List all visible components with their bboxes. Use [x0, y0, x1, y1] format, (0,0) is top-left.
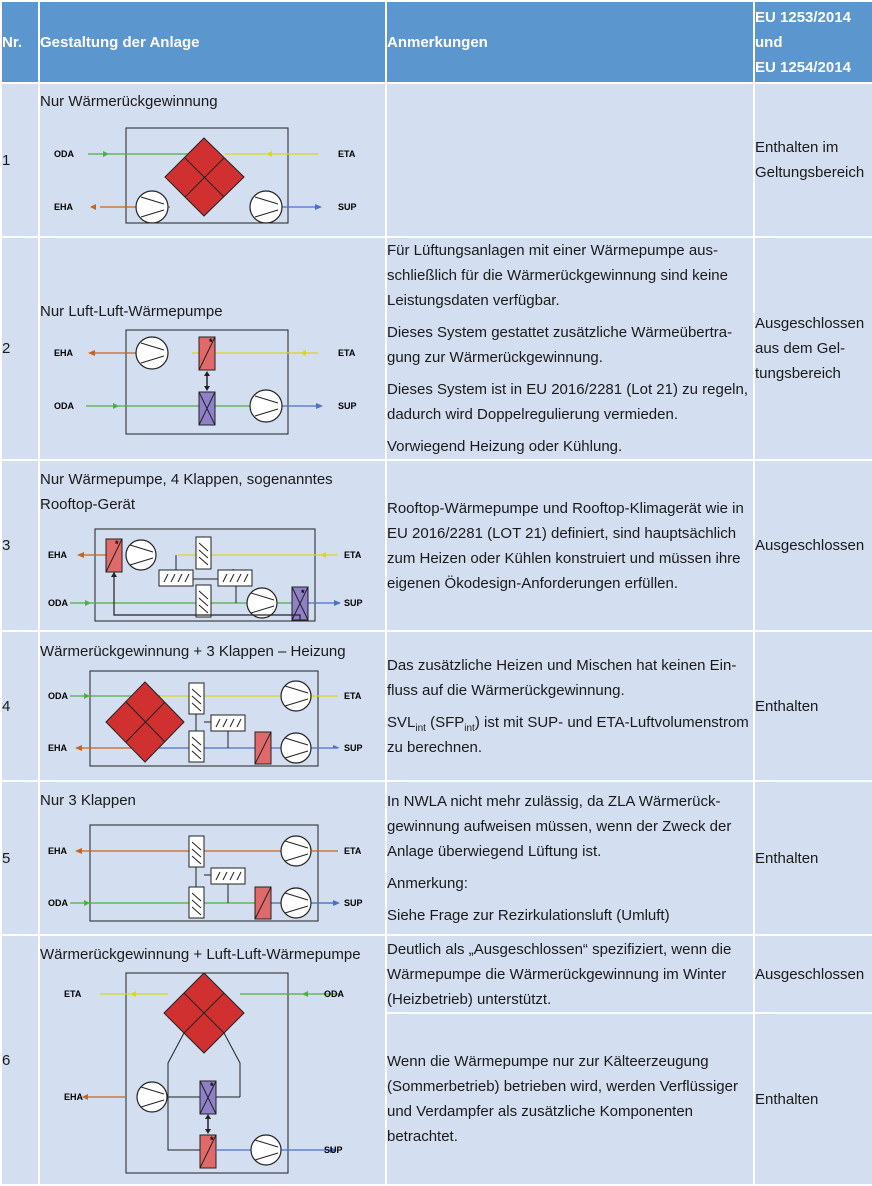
note-paragraph: Rooftop-Wärmepumpe und Rooftop-Klimagerä…: [387, 499, 744, 592]
eta-label: ETA: [344, 550, 362, 560]
table-row-4: 4 Wärmerückgewinnung + 3 Klappen – Heizu…: [0, 630, 872, 782]
oda-label: ODA: [48, 898, 69, 908]
sup-label: SUP: [338, 401, 357, 411]
eha-label: EHA: [48, 743, 68, 753]
svg-text:*: *: [209, 337, 213, 347]
sfp-subscript: int: [464, 722, 475, 734]
note-paragraph: Für Lüftungsanlagen mit einer Wärmepumpe…: [387, 242, 728, 309]
table-row-6: 6 Wärmerückgewinnung + Luft-Luft-Wärmepu…: [0, 934, 872, 1186]
header-design: Gestaltung der Anlage: [38, 0, 387, 84]
table-row-1: 1 Nur Wärmerückgewinnung: [0, 82, 872, 238]
note-paragraph: Anmerkung:: [387, 874, 468, 892]
table-row-3: 3 Nur Wärmepumpe, 4 Klappen, sogenanntes…: [0, 459, 872, 632]
rooftop-diagram: *: [48, 528, 363, 621]
oda-label: ODA: [54, 149, 75, 159]
scope-cell: Ausgeschlossen aus dem Gel­tungsbereich: [753, 236, 872, 461]
eha-label: EHA: [54, 348, 74, 358]
header-regulation-line-3: EU 1254/2014: [755, 58, 851, 76]
oda-label: ODA: [324, 989, 345, 999]
sup-label: SUP: [324, 1145, 343, 1155]
eta-label: ETA: [64, 989, 82, 999]
eta-label: ETA: [344, 691, 362, 701]
design-cell: Nur Wärmepumpe, 4 Klappen, sogenanntes R…: [38, 459, 387, 632]
heat-pump-diagram: * EHA ODA ETA SUP: [54, 329, 357, 434]
header-row: Nr. Gestaltung der Anlage Anmerkungen EU…: [0, 0, 872, 84]
header-regulation-line-2: und: [755, 33, 783, 51]
row-number: 6: [0, 934, 40, 1186]
note-paragraph-svl: SVLint (SFPint) ist mit SUP- und ETA-Luf…: [387, 710, 753, 760]
oda-label: ODA: [48, 598, 69, 608]
note-paragraph: Dieses System ist in EU 2016/2281 (Lot 2…: [387, 381, 749, 423]
design-cell: Nur Wärmerückgewinnung: [38, 82, 387, 238]
notes-cell: Deutlich als „Ausgeschlossen“ spezifizie…: [385, 934, 755, 1014]
header-regulation-line-1: EU 1253/2014: [755, 8, 851, 26]
design-title: Nur Wärmerückgewinnung: [40, 92, 218, 110]
sup-label: SUP: [338, 202, 357, 212]
design-title: Wärmerückgewinnung + 3 Klappen – Heizung: [40, 642, 346, 660]
note-paragraph: Dieses System gestattet zusätzliche Wärm…: [387, 324, 733, 366]
design-cell: Nur Luft-Luft-Wärmepumpe *: [38, 236, 387, 461]
header-notes: Anmerkungen: [385, 0, 755, 84]
svl-rest-text: ) ist mit SUP- und ETA-Luftvolumenstrom …: [387, 713, 749, 756]
sup-label: SUP: [344, 898, 363, 908]
header-regulation: EU 1253/2014 und EU 1254/2014: [753, 0, 872, 84]
note-paragraph: Vorwiegend Heizung oder Kühlung.: [387, 438, 623, 455]
svg-text:*: *: [210, 1135, 214, 1145]
eta-label: ETA: [338, 149, 356, 159]
oda-label: ODA: [54, 401, 75, 411]
note-paragraph: In NWLA nicht mehr zulässig, da ZLA Wärm…: [387, 792, 732, 860]
design-cell: Wärmerückgewinnung + 3 Klappen – Heizung: [38, 630, 387, 782]
eta-label: ETA: [344, 846, 362, 856]
sfp-text: (SFP: [425, 713, 465, 731]
svg-text:*: *: [210, 1081, 214, 1091]
row-number: 5: [0, 780, 40, 936]
svl-subscript: int: [415, 722, 426, 734]
notes-cell: [385, 82, 755, 238]
notes-cell: Wenn die Wärmepumpe nur zur Kälteerzeugu…: [385, 1012, 755, 1186]
notes-cell: Das zusätzliche Heizen und Mischen hat k…: [385, 630, 755, 782]
row-number: 1: [0, 82, 40, 238]
sup-label: SUP: [344, 743, 363, 753]
design-title: Nur Wärmepumpe, 4 Klappen, sogenanntes R…: [40, 470, 333, 513]
notes-cell: In NWLA nicht mehr zulässig, da ZLA Wärm…: [385, 780, 755, 936]
table-row-2: 2 Nur Luft-Luft-Wärmepumpe: [0, 236, 872, 461]
row-number: 4: [0, 630, 40, 782]
design-title: Nur 3 Klappen: [40, 792, 136, 809]
note-paragraph: Siehe Frage zur Rezirkulationsluft (Umlu…: [387, 906, 670, 924]
table-row-5: 5 Nur 3 Klappen: [0, 780, 872, 936]
eha-label: EHA: [64, 1092, 84, 1102]
scope-cell: Enthalten: [753, 630, 872, 782]
eha-label: EHA: [54, 202, 74, 212]
heat-recovery-diagram: ODA EHA ETA SUP: [54, 127, 357, 224]
heat-recovery-heat-pump-diagram: * * ETA EHA ODA SUP: [64, 971, 345, 1173]
notes-cell: Rooftop-Wärmepumpe und Rooftop-Klimagerä…: [385, 459, 755, 632]
scope-cell: Ausgeschlossen: [753, 934, 872, 1014]
scope-cell: Enthalten: [753, 780, 872, 936]
eha-label: EHA: [48, 846, 68, 856]
scope-cell: Ausgeschlossen: [753, 459, 872, 632]
design-title: Wärmerückgewinnung + Luft-Luft-Wärmepump…: [40, 945, 361, 963]
design-title: Nur Luft-Luft-Wärmepumpe: [40, 302, 223, 320]
eta-label: ETA: [338, 348, 356, 358]
row-number: 2: [0, 236, 40, 461]
note-paragraph: Das zusätzliche Heizen und Mischen hat k…: [387, 656, 737, 699]
notes-cell: Für Lüftungsanlagen mit einer Wärmepumpe…: [385, 236, 755, 461]
heat-recovery-dampers-diagram: ODA EHA ETA SUP: [48, 670, 363, 766]
scope-cell: Enthalten im Geltungsbereich: [753, 82, 872, 238]
design-cell: Wärmerückgewinnung + Luft-Luft-Wärmepump…: [38, 934, 387, 1186]
dampers-only-diagram: EHA ODA ETA SUP: [48, 824, 363, 922]
design-cell: Nur 3 Klappen: [38, 780, 387, 936]
row-number: 3: [0, 459, 40, 632]
svg-text:*: *: [301, 588, 305, 598]
header-nr: Nr.: [0, 0, 40, 84]
svg-text:*: *: [115, 539, 119, 549]
scope-cell: Enthalten: [753, 1012, 872, 1186]
svl-text: SVL: [387, 713, 416, 731]
oda-label: ODA: [48, 691, 69, 701]
eha-label: EHA: [48, 550, 68, 560]
sup-label: SUP: [344, 598, 363, 608]
table-row-6b: Wenn die Wärmepumpe nur zur Kälteerzeugu…: [1, 1012, 872, 1186]
